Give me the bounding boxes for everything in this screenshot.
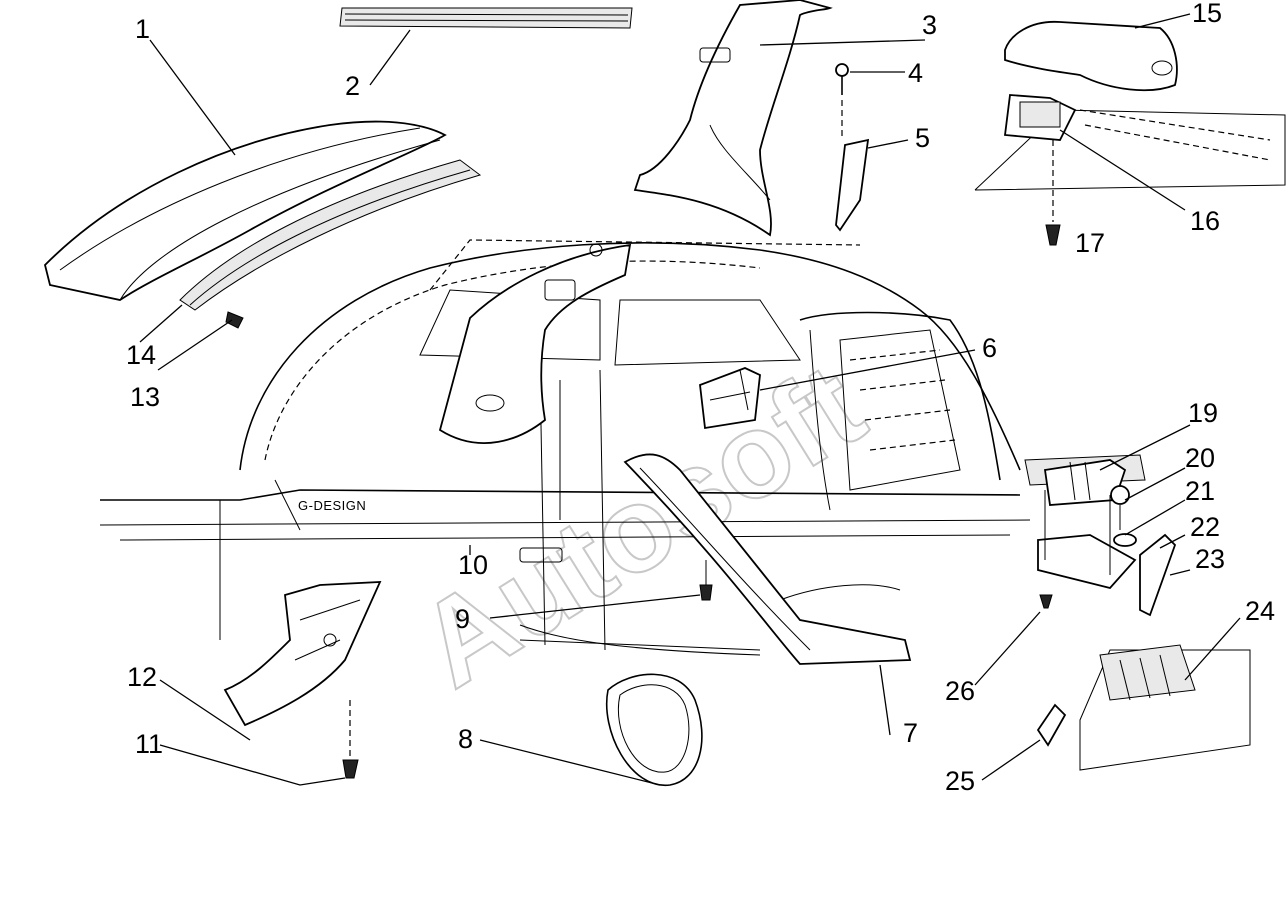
callout-23: 23 [1195,544,1225,574]
callout-10: 10 [458,550,488,580]
leader-lines [139,13,1241,786]
callout-17: 17 [1075,228,1105,258]
callout-22: 22 [1190,512,1220,542]
callout-21: 21 [1185,476,1215,506]
callout-15: 15 [1192,0,1222,28]
screw-parts-13-14 [225,311,244,329]
callout-6: 6 [982,333,997,363]
callout-16: 16 [1190,206,1220,236]
c-pillar-trim-part-10 [438,243,632,444]
callout-5: 5 [915,123,930,153]
callout-13: 13 [130,382,160,412]
body-badge: G-DESIGN [298,498,366,513]
callout-11: 11 [135,729,163,759]
callout-19: 19 [1188,398,1218,428]
screw-part-4 [835,63,849,95]
callout-12: 12 [127,662,157,692]
callout-26: 26 [945,676,975,706]
callout-4: 4 [908,58,923,88]
lower-trim-bracket-parts-11-12 [223,581,382,779]
inset-parts-19-26 [1024,454,1251,771]
callout-labels: 1 2 3 4 5 6 7 8 9 10 11 12 13 14 15 16 1… [126,0,1275,796]
rear-pillar-trim-part-7 [623,453,912,665]
callout-25: 25 [945,766,975,796]
trim-strip-part-2 [339,7,633,29]
callout-2: 2 [345,71,360,101]
bracket-part-5 [835,100,870,232]
window-seal-part-8 [606,673,703,786]
roof-panel-part-1 [44,120,482,311]
callout-20: 20 [1185,443,1215,473]
callout-14: 14 [126,340,156,370]
pillar-trim-part-3 [633,0,833,237]
inset-parts-15-16-17 [974,21,1286,246]
car-body: G-DESIGN [99,239,1031,656]
callout-3: 3 [922,10,937,40]
callout-8: 8 [458,724,473,754]
callout-7: 7 [903,718,918,748]
hinge-bracket-part-6 [699,367,761,430]
callout-24: 24 [1245,596,1275,626]
clip-part-9 [699,560,713,601]
callout-1: 1 [135,14,150,44]
callout-9: 9 [455,604,470,634]
